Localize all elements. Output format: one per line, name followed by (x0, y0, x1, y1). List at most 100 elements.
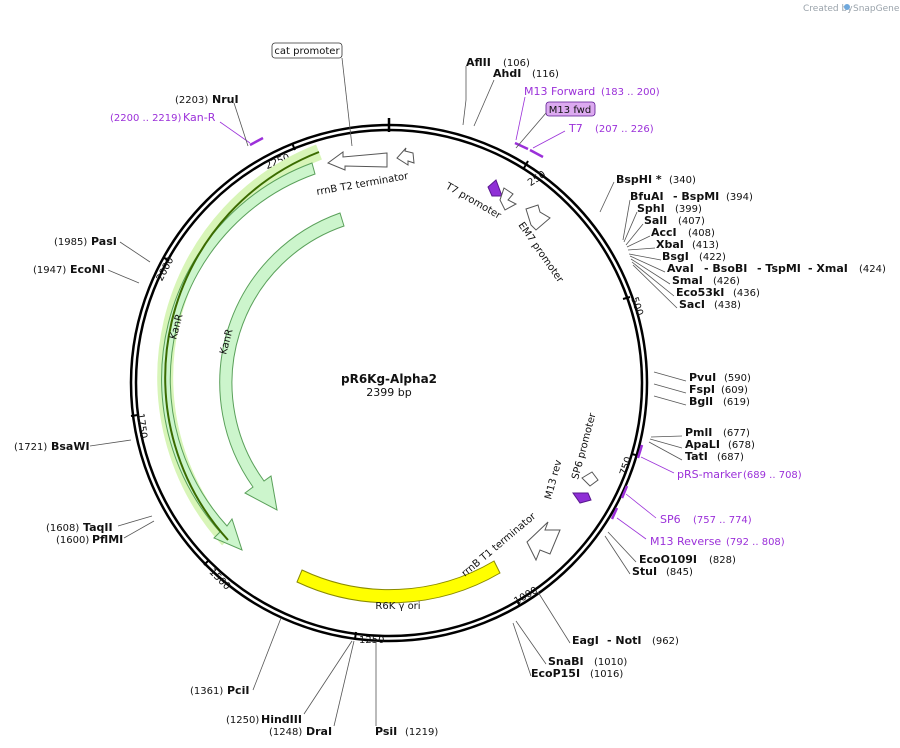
site-nrui-name[interactable]: NruI (212, 93, 239, 106)
site-acci-pos: (408) (688, 228, 715, 239)
site-ahdi-name[interactable]: AhdI (493, 67, 521, 80)
primer-m13-forward-leader (515, 96, 526, 141)
site-sphi-name[interactable]: SphI (637, 202, 665, 215)
cat-promoter-arrow (396, 147, 415, 166)
primer-kan-r-name: Kan-R (183, 111, 216, 124)
site-ecop15i-name[interactable]: EcoP15I (531, 667, 580, 680)
rrnb-t1-arrow (526, 521, 561, 562)
site-saci-pos: (438) (714, 300, 741, 311)
primer-m13-forward-mark (514, 141, 529, 151)
site-pcii-pos: (1361) (190, 686, 223, 697)
rrnb-t2-feature[interactable]: rrnB T2 terminator (316, 147, 415, 198)
site-snabi-pos: (1010) (594, 657, 627, 668)
leader-taqii (117, 515, 153, 527)
site-xmai-name[interactable]: - XmaI (808, 262, 848, 275)
site-saci-name[interactable]: SacI (679, 298, 705, 311)
site-pmli-pos: (677) (723, 428, 750, 439)
site-fspi-name[interactable]: FspI (689, 383, 715, 396)
leader-bgli (653, 395, 687, 406)
site-snabi-name[interactable]: SnaBI (548, 655, 584, 668)
kanr-inner-feature[interactable]: KanR (218, 212, 345, 511)
site-psii-name[interactable]: PsiI (375, 725, 397, 738)
site-econi-name[interactable]: EcoNI (70, 263, 105, 276)
site-noti-name[interactable]: - NotI (607, 634, 642, 647)
site-econi-pos: (1947) (33, 265, 66, 276)
site-avai-name[interactable]: AvaI (667, 262, 694, 275)
tick-1250-label: 1250 (359, 635, 384, 646)
sp6-promoter-feature[interactable]: SP6 promoter (570, 411, 599, 487)
kanr-outer-strand (164, 151, 320, 541)
primer-prs-name: pRS-marker (677, 468, 742, 481)
primer-prs-range: (689 .. 708) (743, 470, 802, 481)
site-tspmi-name[interactable]: - TspMI (757, 262, 801, 275)
primer-m13-reverse[interactable]: M13 Reverse (792 .. 808) (610, 507, 785, 548)
site-pflmi-pos: (1600) (56, 535, 89, 546)
t7-promoter-feature[interactable]: T7 promoter (443, 179, 518, 222)
site-sali-pos: (407) (678, 216, 705, 227)
primer-t7[interactable]: T7 (207 .. 226) (529, 122, 654, 159)
site-acci-name[interactable]: AccI (651, 226, 677, 239)
sp6-promoter-arrow (581, 471, 599, 487)
r6k-ori-feature[interactable]: R6K γ ori (296, 560, 501, 612)
site-pmli-name[interactable]: PmlI (685, 426, 712, 439)
cat-promoter-leader (341, 57, 353, 147)
site-pasi-name[interactable]: PasI (91, 235, 117, 248)
primer-sp6[interactable]: SP6 (757 .. 774) (620, 485, 752, 526)
primer-m13-reverse-mark (610, 507, 619, 520)
site-apali-name[interactable]: ApaLI (685, 438, 720, 451)
leader-bfuai (622, 199, 631, 241)
site-eagi-name[interactable]: EagI (572, 634, 599, 647)
site-stui-name[interactable]: StuI (632, 565, 657, 578)
site-bgli-name[interactable]: BglI (689, 395, 713, 408)
site-hindiii-name[interactable]: HindIII (261, 713, 302, 726)
tick-2250-mark (291, 142, 296, 151)
leader-ecop15i (512, 622, 532, 677)
r6k-ori-arc (296, 560, 501, 604)
site-smai-pos: (426) (713, 276, 740, 287)
site-eco53ki-name[interactable]: Eco53kI (676, 286, 724, 299)
site-sali-name[interactable]: SalI (644, 214, 667, 227)
site-bsgi-name[interactable]: BsgI (662, 250, 689, 263)
site-pvui-name[interactable]: PvuI (689, 371, 716, 384)
site-pflmi-name[interactable]: PflMI (92, 533, 123, 546)
site-drai-pos: (1248) (269, 727, 302, 738)
kanr-outer-feature[interactable]: KanR (157, 144, 322, 551)
site-bspmi-pos: (394) (726, 192, 753, 203)
site-smai-name[interactable]: SmaI (672, 274, 703, 287)
leader-stui (604, 535, 631, 575)
primer-sp6-leader (625, 493, 657, 519)
primer-m13-forward-range: (183 .. 200) (601, 87, 660, 98)
cat-promoter-feature[interactable]: cat promoter (271, 42, 353, 147)
site-xbai-name[interactable]: XbaI (656, 238, 684, 251)
primer-kan-r[interactable]: (2200 .. 2219) Kan-R (110, 111, 264, 147)
primer-m13-forward[interactable]: M13 Forward (183 .. 200) M13 fwd (514, 85, 660, 151)
site-tati-name[interactable]: TatI (685, 450, 708, 463)
site-drai-name[interactable]: DraI (306, 725, 332, 738)
site-aflii-name[interactable]: AflII (466, 56, 491, 69)
primer-prs-marker[interactable]: pRS-marker (689 .. 708) (636, 444, 802, 481)
tick-1000-label: 1000 (512, 585, 540, 607)
site-bsphi-name[interactable]: BspHI * (616, 173, 662, 186)
site-pvui-pos: (590) (724, 373, 751, 384)
site-bsawi-name[interactable]: BsaWI (51, 440, 90, 453)
site-eco53ki-pos: (436) (733, 288, 760, 299)
primer-t7-range: (207 .. 226) (595, 124, 654, 135)
rrnb-t1-feature[interactable]: rrnB T1 terminator (460, 510, 561, 579)
site-bfuai-name[interactable]: BfuAI (630, 190, 664, 203)
site-ecoo109i-name[interactable]: EcoO109I (639, 553, 697, 566)
site-taqii-name[interactable]: TaqII (83, 521, 113, 534)
leader-aflii (462, 66, 467, 126)
kanr-outer-arrow (161, 162, 316, 551)
site-pcii-name[interactable]: PciI (227, 684, 249, 697)
tick-750-label: 750 (618, 455, 634, 477)
primer-t7-mark (529, 148, 544, 159)
em7-promoter-feature[interactable]: EM7 promoter (516, 204, 566, 286)
primer-sp6-range: (757 .. 774) (693, 515, 752, 526)
site-bspmi-name[interactable]: - BspMI (673, 190, 719, 203)
primer-t7-leader (532, 130, 566, 149)
site-hindiii-pos: (1250) (226, 715, 259, 726)
site-taqii-pos: (1608) (46, 523, 79, 534)
site-bsobi-name[interactable]: - BsoBI (704, 262, 747, 275)
tick-1500-mark (203, 559, 210, 566)
